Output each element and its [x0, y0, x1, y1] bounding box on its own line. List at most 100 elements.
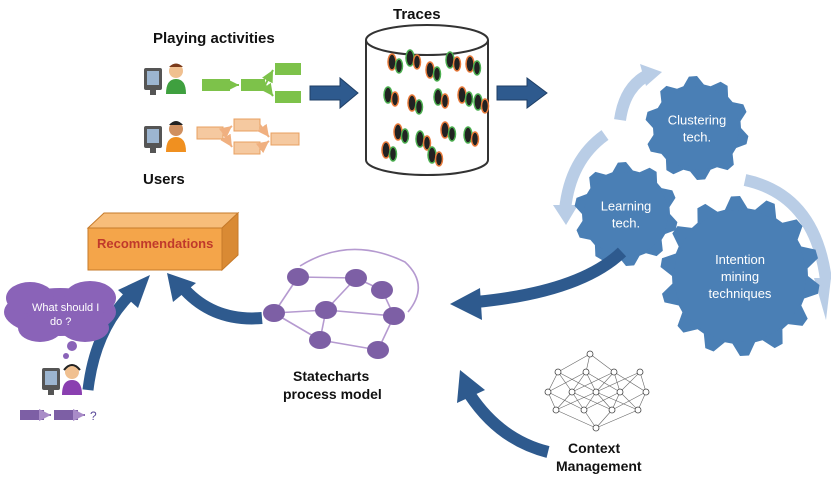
lattice-edge — [585, 371, 621, 393]
lattice-edge — [571, 371, 615, 393]
footprint-icon — [425, 61, 442, 82]
lattice-node — [554, 368, 562, 376]
lattice-edge — [557, 371, 573, 393]
gear-learning-label-line1: Learning — [601, 199, 652, 214]
lattice-edge — [595, 409, 639, 429]
lattice-edge — [595, 391, 613, 411]
lattice-edge — [547, 371, 587, 393]
lattice-node — [586, 350, 594, 358]
lattice-edge — [557, 371, 597, 393]
statechart-node — [263, 304, 285, 322]
user-computer-icon — [144, 121, 186, 153]
footprint-icon — [381, 141, 398, 162]
lattice-node — [582, 368, 590, 376]
lattice-edge — [571, 371, 587, 393]
statecharts-label-line1: Statecharts — [293, 368, 370, 384]
cycle-arrow-right — [743, 174, 831, 281]
statechart-node — [309, 331, 331, 349]
lattice-node — [636, 368, 644, 376]
lattice-edge — [555, 391, 597, 411]
lattice-edge — [595, 371, 641, 393]
lattice-edge — [571, 391, 585, 411]
footprint-icon — [445, 51, 462, 72]
footprint-icon — [387, 53, 404, 74]
statechart-node — [287, 268, 309, 286]
footprint-icon — [433, 88, 450, 109]
gear-learning: Learning tech. — [574, 162, 678, 266]
footprint-icon — [405, 49, 422, 70]
lattice-node — [642, 388, 650, 396]
footprint-icon — [383, 86, 400, 107]
gear-clustering-label-line1: Clustering — [668, 113, 727, 128]
footprint-icon — [473, 93, 490, 114]
lattice-edge — [547, 371, 559, 393]
lattice-edge — [613, 371, 621, 393]
recommendations-box — [86, 211, 240, 272]
footprint-icon — [427, 146, 444, 167]
lattice-edge — [555, 391, 573, 411]
question-thought-bubble: What should I do ? — [4, 281, 116, 359]
flow-arrow-to-traces — [309, 76, 359, 110]
lattice-edge — [557, 353, 591, 373]
gear-clustering-label-line2: tech. — [683, 130, 711, 145]
user-computer-icon — [144, 63, 186, 95]
recommendations-label: Recommendations — [97, 236, 214, 251]
gear-intention-mining-label-line1: Intention — [715, 252, 765, 267]
activity-sequence: ? — [20, 409, 97, 423]
gear-intention-mining-label-line3: techniques — [709, 286, 772, 301]
gear-learning-label-line2: tech. — [612, 216, 640, 231]
footprint-icon — [393, 123, 410, 144]
lattice-node — [616, 388, 624, 396]
flow-arrow-context-to-statecharts — [465, 391, 550, 458]
statechart-graph — [263, 248, 420, 359]
lattice-node — [552, 406, 560, 414]
statechart-node — [367, 341, 389, 359]
users-label: Users — [143, 171, 185, 188]
activity-box — [202, 79, 230, 91]
lattice-edge — [611, 391, 647, 411]
context-label-line1: Context — [568, 440, 621, 456]
lattice-node — [592, 388, 600, 396]
orange-activity-flow — [196, 118, 300, 155]
bubble-text-line2: do ? — [50, 316, 71, 328]
lattice-edge — [595, 391, 639, 411]
lattice-edge — [619, 371, 641, 393]
lattice-edge — [571, 391, 613, 411]
bubble-text-line1: What should I — [32, 302, 99, 314]
lattice-edge — [595, 371, 615, 393]
statecharts-label-line2: process model — [283, 386, 382, 402]
gear-clustering: Clustering tech. — [645, 76, 749, 180]
lattice-edge — [583, 391, 621, 411]
lattice-edge — [583, 409, 597, 429]
statechart-edge — [325, 309, 395, 317]
playing-activities-label: Playing activities — [153, 30, 275, 47]
lattice-edge — [555, 409, 597, 429]
footprint-icon — [440, 121, 457, 142]
footprint-icon — [457, 86, 474, 107]
lattice-node — [608, 406, 616, 414]
flow-arrow-to-mining — [496, 77, 548, 109]
statechart-node — [315, 301, 337, 319]
activity-box — [270, 132, 300, 146]
statechart-node — [383, 307, 405, 325]
footprints-group — [381, 49, 490, 167]
footprint-icon — [465, 55, 482, 76]
footprint-icon — [415, 130, 432, 151]
activity-box — [275, 63, 301, 75]
statechart-loop-edge — [299, 248, 420, 313]
lattice-edge — [585, 371, 597, 393]
cycle-arrow-left — [559, 130, 609, 211]
lattice-node — [610, 368, 618, 376]
lattice-edge — [595, 409, 613, 429]
lattice-node — [592, 424, 600, 432]
lattice-edge — [583, 391, 597, 411]
activity-box — [233, 118, 261, 132]
traces-label: Traces — [393, 6, 441, 23]
activity-box — [196, 126, 224, 140]
statechart-node — [371, 281, 393, 299]
footprint-icon — [463, 126, 480, 147]
flow-arrow-to-recommendations — [180, 285, 263, 325]
lattice-edge — [589, 353, 615, 373]
